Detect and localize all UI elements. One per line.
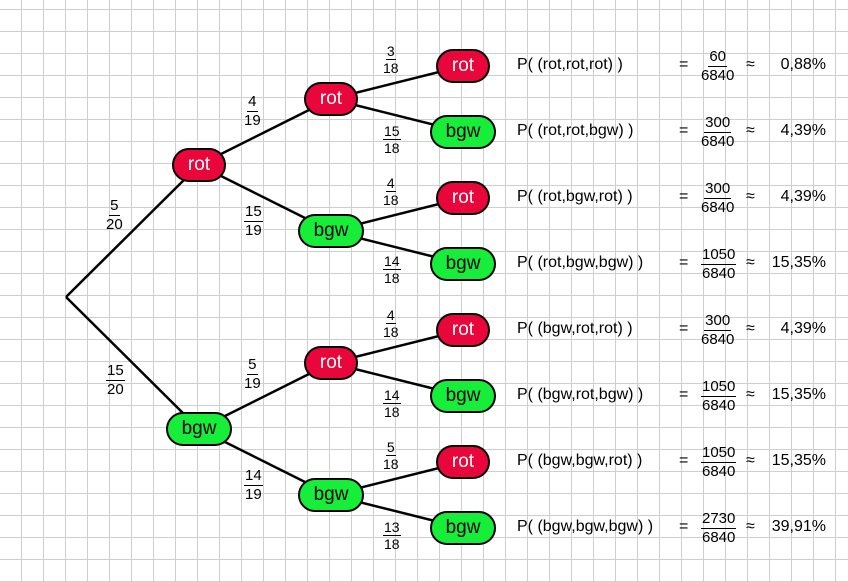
node-l3-1: rot bbox=[436, 49, 490, 83]
equals-sign: = bbox=[679, 188, 689, 205]
node-l2-rot-bgw: bgw bbox=[298, 214, 364, 248]
node-l3-7: rot bbox=[436, 445, 490, 479]
node-l3-4: bgw bbox=[430, 247, 496, 281]
result-percent: 0,88% bbox=[780, 56, 826, 73]
node-l3-5: rot bbox=[436, 313, 490, 347]
node-l1-bgw: bgw bbox=[166, 412, 232, 446]
result-percent: 4,39% bbox=[780, 122, 826, 139]
approx-sign: ≈ bbox=[746, 452, 755, 469]
approx-sign: ≈ bbox=[746, 386, 755, 403]
node-l2-bgw-bgw: bgw bbox=[298, 478, 364, 512]
node-l3-2: bgw bbox=[430, 115, 496, 149]
result-expression: P( (bgw,rot,rot) ) bbox=[517, 320, 633, 337]
equals-sign: = bbox=[679, 122, 689, 139]
result-expression: P( (bgw,bgw,bgw) ) bbox=[517, 518, 654, 535]
node-l3-8: bgw bbox=[430, 511, 496, 545]
tree-edges bbox=[65, 64, 464, 530]
result-expression: P( (rot,rot,bgw) ) bbox=[517, 122, 634, 139]
result-expression: P( (rot,bgw,bgw) ) bbox=[517, 254, 644, 271]
result-percent: 4,39% bbox=[780, 188, 826, 205]
result-expression: P( (bgw,bgw,rot) ) bbox=[517, 452, 643, 469]
equals-sign: = bbox=[679, 518, 689, 535]
equals-sign: = bbox=[679, 452, 689, 469]
node-l1-rot: rot bbox=[172, 148, 226, 182]
equals-sign: = bbox=[679, 320, 689, 337]
result-percent: 15,35% bbox=[771, 452, 826, 469]
result-expression: P( (bgw,rot,bgw) ) bbox=[517, 386, 644, 403]
node-l2-bgw-rot: rot bbox=[304, 346, 358, 380]
result-expression: P( (rot,bgw,rot) ) bbox=[517, 188, 633, 205]
result-percent: 15,35% bbox=[771, 386, 826, 403]
result-percent: 39,91% bbox=[771, 518, 826, 535]
approx-sign: ≈ bbox=[746, 122, 755, 139]
node-l3-3: rot bbox=[436, 181, 490, 215]
result-percent: 4,39% bbox=[780, 320, 826, 337]
result-expression: P( (rot,rot,rot) ) bbox=[517, 56, 623, 73]
approx-sign: ≈ bbox=[746, 188, 755, 205]
equals-sign: = bbox=[679, 56, 689, 73]
edge-root-rot bbox=[65, 164, 200, 298]
approx-sign: ≈ bbox=[746, 56, 755, 73]
node-l2-rot-rot: rot bbox=[304, 82, 358, 116]
equals-sign: = bbox=[679, 386, 689, 403]
approx-sign: ≈ bbox=[746, 320, 755, 337]
result-percent: 15,35% bbox=[771, 254, 826, 271]
node-l3-6: bgw bbox=[430, 379, 496, 413]
approx-sign: ≈ bbox=[746, 518, 755, 535]
approx-sign: ≈ bbox=[746, 254, 755, 271]
edge-root-bgw bbox=[65, 296, 200, 430]
equals-sign: = bbox=[679, 254, 689, 271]
